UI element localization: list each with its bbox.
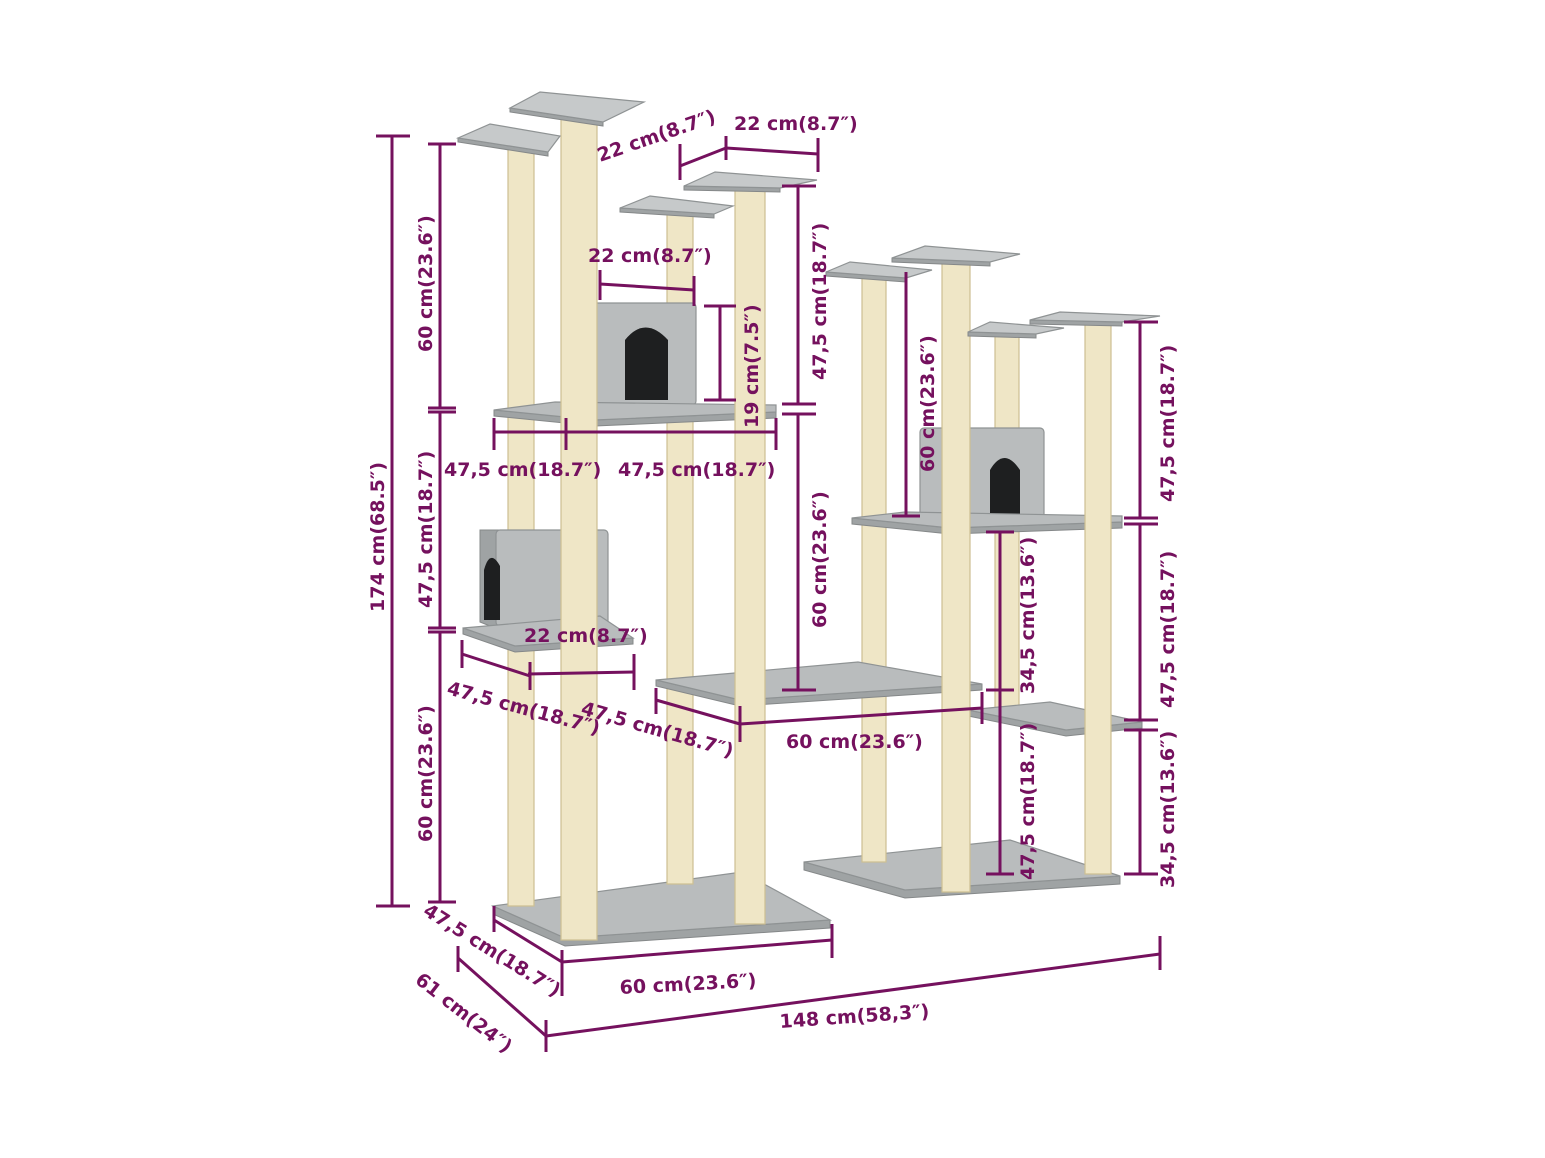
label-top-platform-b: 22 cm(8.7″) (734, 113, 858, 135)
label-upper-post: 47,5 cm(18.7″) (809, 223, 831, 380)
label-shelf-right: 47,5 cm(18.7″) (618, 459, 775, 481)
label-total-height: 174 cm(68.5″) (367, 462, 389, 612)
top-platform (683, 171, 818, 193)
label-bridge-width: 60 cm(23.6″) (786, 731, 923, 753)
upper-condo (589, 302, 697, 406)
label-right-far-mid: 47,5 cm(18.7″) (1157, 551, 1179, 708)
label-right-inner-upper: 34,5 cm(13.6″) (1017, 537, 1039, 694)
sisal-post (734, 183, 766, 925)
label-left-top-section: 60 cm(23.6″) (415, 215, 437, 352)
top-platform (825, 261, 933, 283)
label-condo-height: 19 cm(7.5″) (741, 304, 763, 428)
label-overall-depth: 61 cm(24″) (411, 969, 516, 1058)
label-shelf-left: 47,5 cm(18.7″) (444, 459, 601, 481)
right-low-shelf (967, 701, 1143, 737)
label-overall-width: 148 cm(58,3″) (779, 1001, 930, 1033)
upper-wide-shelf (493, 401, 777, 427)
top-platform (619, 195, 736, 219)
label-right-far-top: 47,5 cm(18.7″) (1157, 345, 1179, 502)
label-left-low-section: 60 cm(23.6″) (415, 705, 437, 842)
top-platform (455, 123, 562, 157)
sisal-post (507, 145, 535, 907)
top-platform (891, 245, 1021, 267)
top-platform (508, 91, 647, 127)
bridge-platform (655, 661, 983, 707)
label-mid-post: 60 cm(23.6″) (809, 491, 831, 628)
label-base-width: 60 cm(23.6″) (619, 970, 757, 999)
label-left-mid-section: 47,5 cm(18.7″) (415, 451, 437, 608)
label-condo-width: 22 cm(8.7″) (588, 245, 712, 267)
sisal-post (560, 113, 598, 941)
top-platform (967, 321, 1065, 339)
sisal-post (1084, 315, 1112, 875)
label-right-top-post: 60 cm(23.6″) (917, 335, 939, 472)
sisal-post (861, 271, 887, 863)
left-base-board (490, 871, 833, 947)
cat-tree-illustration (455, 91, 1161, 947)
label-low-condo-width: 22 cm(8.7″) (524, 625, 648, 647)
top-platform (1029, 311, 1161, 327)
dimension-lines (376, 134, 1162, 1052)
label-right-far-low: 34,5 cm(13.6″) (1157, 731, 1179, 888)
label-right-inner-lower: 47,5 cm(18.7″) (1017, 723, 1039, 880)
sisal-post (941, 255, 971, 893)
